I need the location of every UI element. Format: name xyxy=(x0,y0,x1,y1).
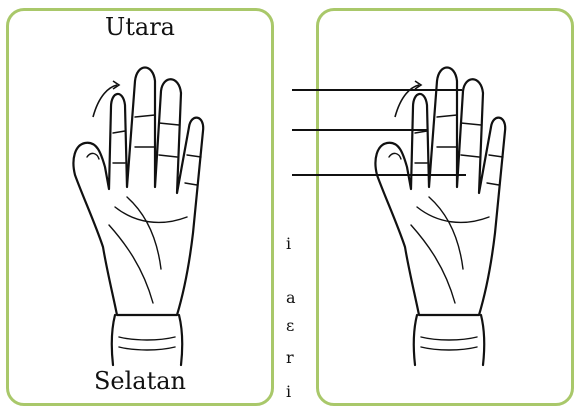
right-hand-panel xyxy=(316,8,574,406)
text-fragment: ɛ xyxy=(286,318,294,334)
left-hand-panel: Utara Selatan xyxy=(6,8,274,406)
text-fragment: i xyxy=(286,236,291,252)
north-label: Utara xyxy=(9,13,271,41)
hand-illustration-right xyxy=(367,47,527,367)
text-fragment: i xyxy=(286,384,291,400)
south-label: Selatan xyxy=(9,367,271,395)
text-fragment: r xyxy=(286,350,294,366)
text-fragment: a xyxy=(286,290,296,306)
hand-illustration-left xyxy=(65,47,225,367)
